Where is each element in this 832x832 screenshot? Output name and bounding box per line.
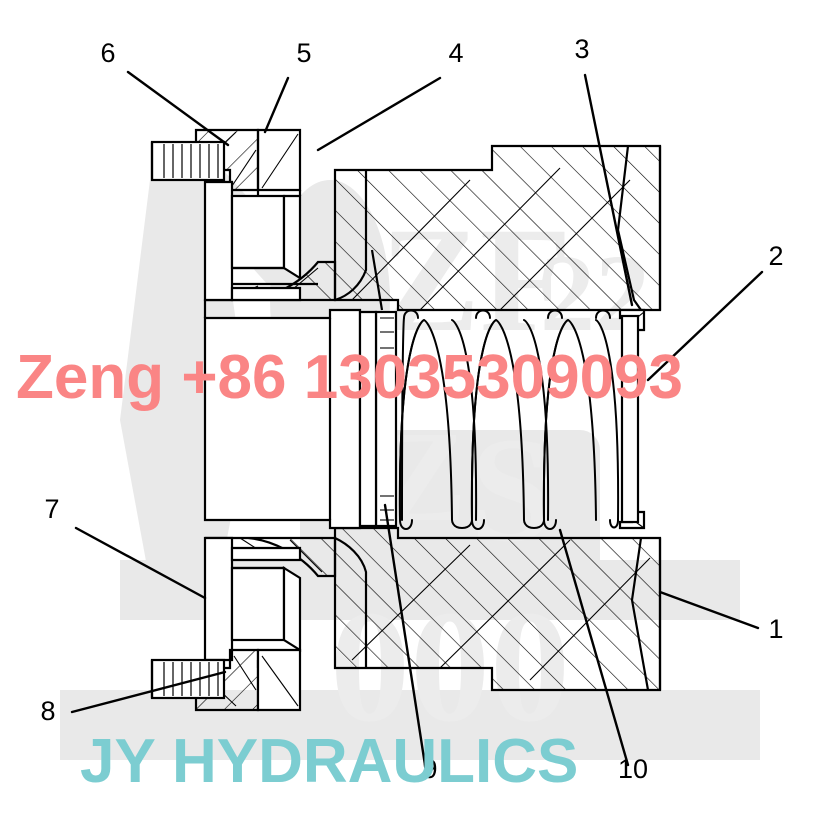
leader-line-9: [383, 503, 427, 767]
bore-fillet: [334, 170, 368, 668]
upper-bolt: [150, 140, 226, 182]
lower-flange-assembly: [150, 536, 302, 712]
upper-body-hatch: [335, 146, 660, 310]
brand-watermark: JY HYDRAULICS: [80, 727, 578, 796]
lower-body-hatch: [335, 528, 660, 690]
compression-spring: [398, 309, 620, 530]
leader-line-1: [658, 590, 760, 630]
phone-watermark: Zeng +86 13035309093: [16, 343, 683, 412]
callout-leader-lines: [70, 70, 764, 767]
callout-label-2: 2: [768, 241, 783, 271]
upper-flange-assembly: [150, 128, 302, 302]
callout-label-4: 4: [448, 38, 463, 68]
callout-label-9: 9: [422, 754, 437, 784]
callout-label-10: 10: [618, 754, 648, 784]
body-break-line-upper: [616, 145, 642, 311]
callout-numbers: 6 5 4 3 2 1 7 8 9 10: [40, 34, 783, 784]
upper-flange-plate: [203, 180, 302, 302]
leader-line-2: [646, 270, 764, 382]
piston-sleeve: [203, 308, 378, 530]
body-break-line-lower: [630, 537, 650, 691]
leader-line-8: [70, 670, 227, 714]
callout-label-1: 1: [768, 614, 783, 644]
lower-flange-plate: [203, 536, 302, 668]
leader-line-7: [74, 526, 207, 600]
leader-line-4: [316, 76, 442, 152]
lower-retainer-cap: [256, 648, 302, 712]
callout-label-7: 7: [44, 494, 59, 524]
callout-label-3: 3: [574, 34, 589, 64]
callout-label-5: 5: [296, 38, 311, 68]
leader-line-5: [263, 76, 290, 134]
callout-label-6: 6: [100, 38, 115, 68]
leader-line-3: [583, 73, 634, 307]
callout-label-8: 8: [40, 696, 55, 726]
upper-retainer-cap: [256, 128, 302, 192]
spring-seat-right: [620, 314, 640, 524]
leader-line-6: [126, 70, 230, 147]
body-break-line-left-upper: [370, 249, 384, 311]
lower-bolt: [150, 658, 226, 700]
main-housing-body: [333, 144, 662, 692]
leader-line-10: [558, 528, 630, 767]
